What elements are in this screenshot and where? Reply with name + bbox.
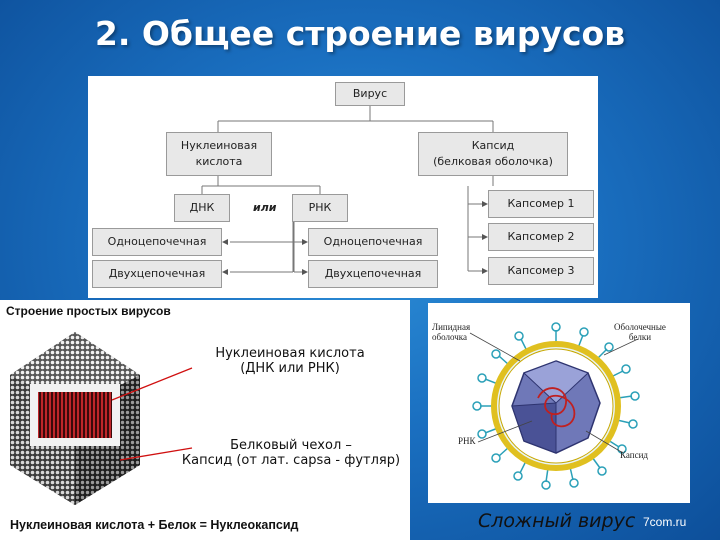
dna-single-strand-box: Одноцепочечная bbox=[92, 228, 222, 256]
or-label: или bbox=[253, 201, 277, 214]
capsid-box: Капсид (белковая оболочка) bbox=[418, 132, 568, 176]
virus-box: Вирус bbox=[335, 82, 405, 106]
rna-label: РНК bbox=[458, 436, 476, 446]
nucleic-acid-label: Нуклеиновая кислота (ДНК или РНК) bbox=[215, 346, 365, 376]
dna-double-strand-box: Двухцепочечная bbox=[92, 260, 222, 288]
lipid-envelope-label: Липидная оболочка bbox=[432, 322, 471, 342]
capsid-label: Белковый чехол – Капсид (от лат. capsa -… bbox=[181, 438, 401, 468]
capsomer-1-box: Капсомер 1 bbox=[488, 190, 594, 218]
simple-virus-panel: Строение простых вирусов bbox=[0, 300, 410, 540]
capsid-label-complex: Капсид bbox=[620, 450, 648, 460]
rna-box: РНК bbox=[292, 194, 348, 222]
simple-virus-illustration bbox=[10, 332, 193, 505]
capsomer-2-box: Капсомер 2 bbox=[488, 223, 594, 251]
envelope-proteins-label: Оболочечные белки bbox=[614, 322, 666, 342]
nucleic-acid-box: Нуклеиновая кислота bbox=[166, 132, 272, 176]
complex-virus-illustration bbox=[469, 322, 640, 490]
rna-single-strand-box: Одноцепочечная bbox=[308, 228, 438, 256]
scheme-connectors bbox=[201, 106, 494, 275]
watermark: 7com.ru bbox=[643, 515, 687, 529]
slide-title: 2. Общее строение вирусов bbox=[94, 14, 626, 53]
complex-virus-caption: Сложный вирус bbox=[478, 510, 636, 532]
virus-structure-scheme: Вирус Нуклеиновая кислота Капсид (белков… bbox=[88, 76, 598, 298]
dna-box: ДНК bbox=[174, 194, 230, 222]
nucleocapsid-formula: Нуклеиновая кислота + Белок = Нуклеокапс… bbox=[10, 518, 299, 532]
rna-double-strand-box: Двухцепочечная bbox=[308, 260, 438, 288]
complex-virus-panel: Липидная оболочка Оболочечные белки РНК … bbox=[428, 303, 690, 503]
capsomer-3-box: Капсомер 3 bbox=[488, 257, 594, 285]
simple-virus-heading: Строение простых вирусов bbox=[6, 304, 171, 318]
